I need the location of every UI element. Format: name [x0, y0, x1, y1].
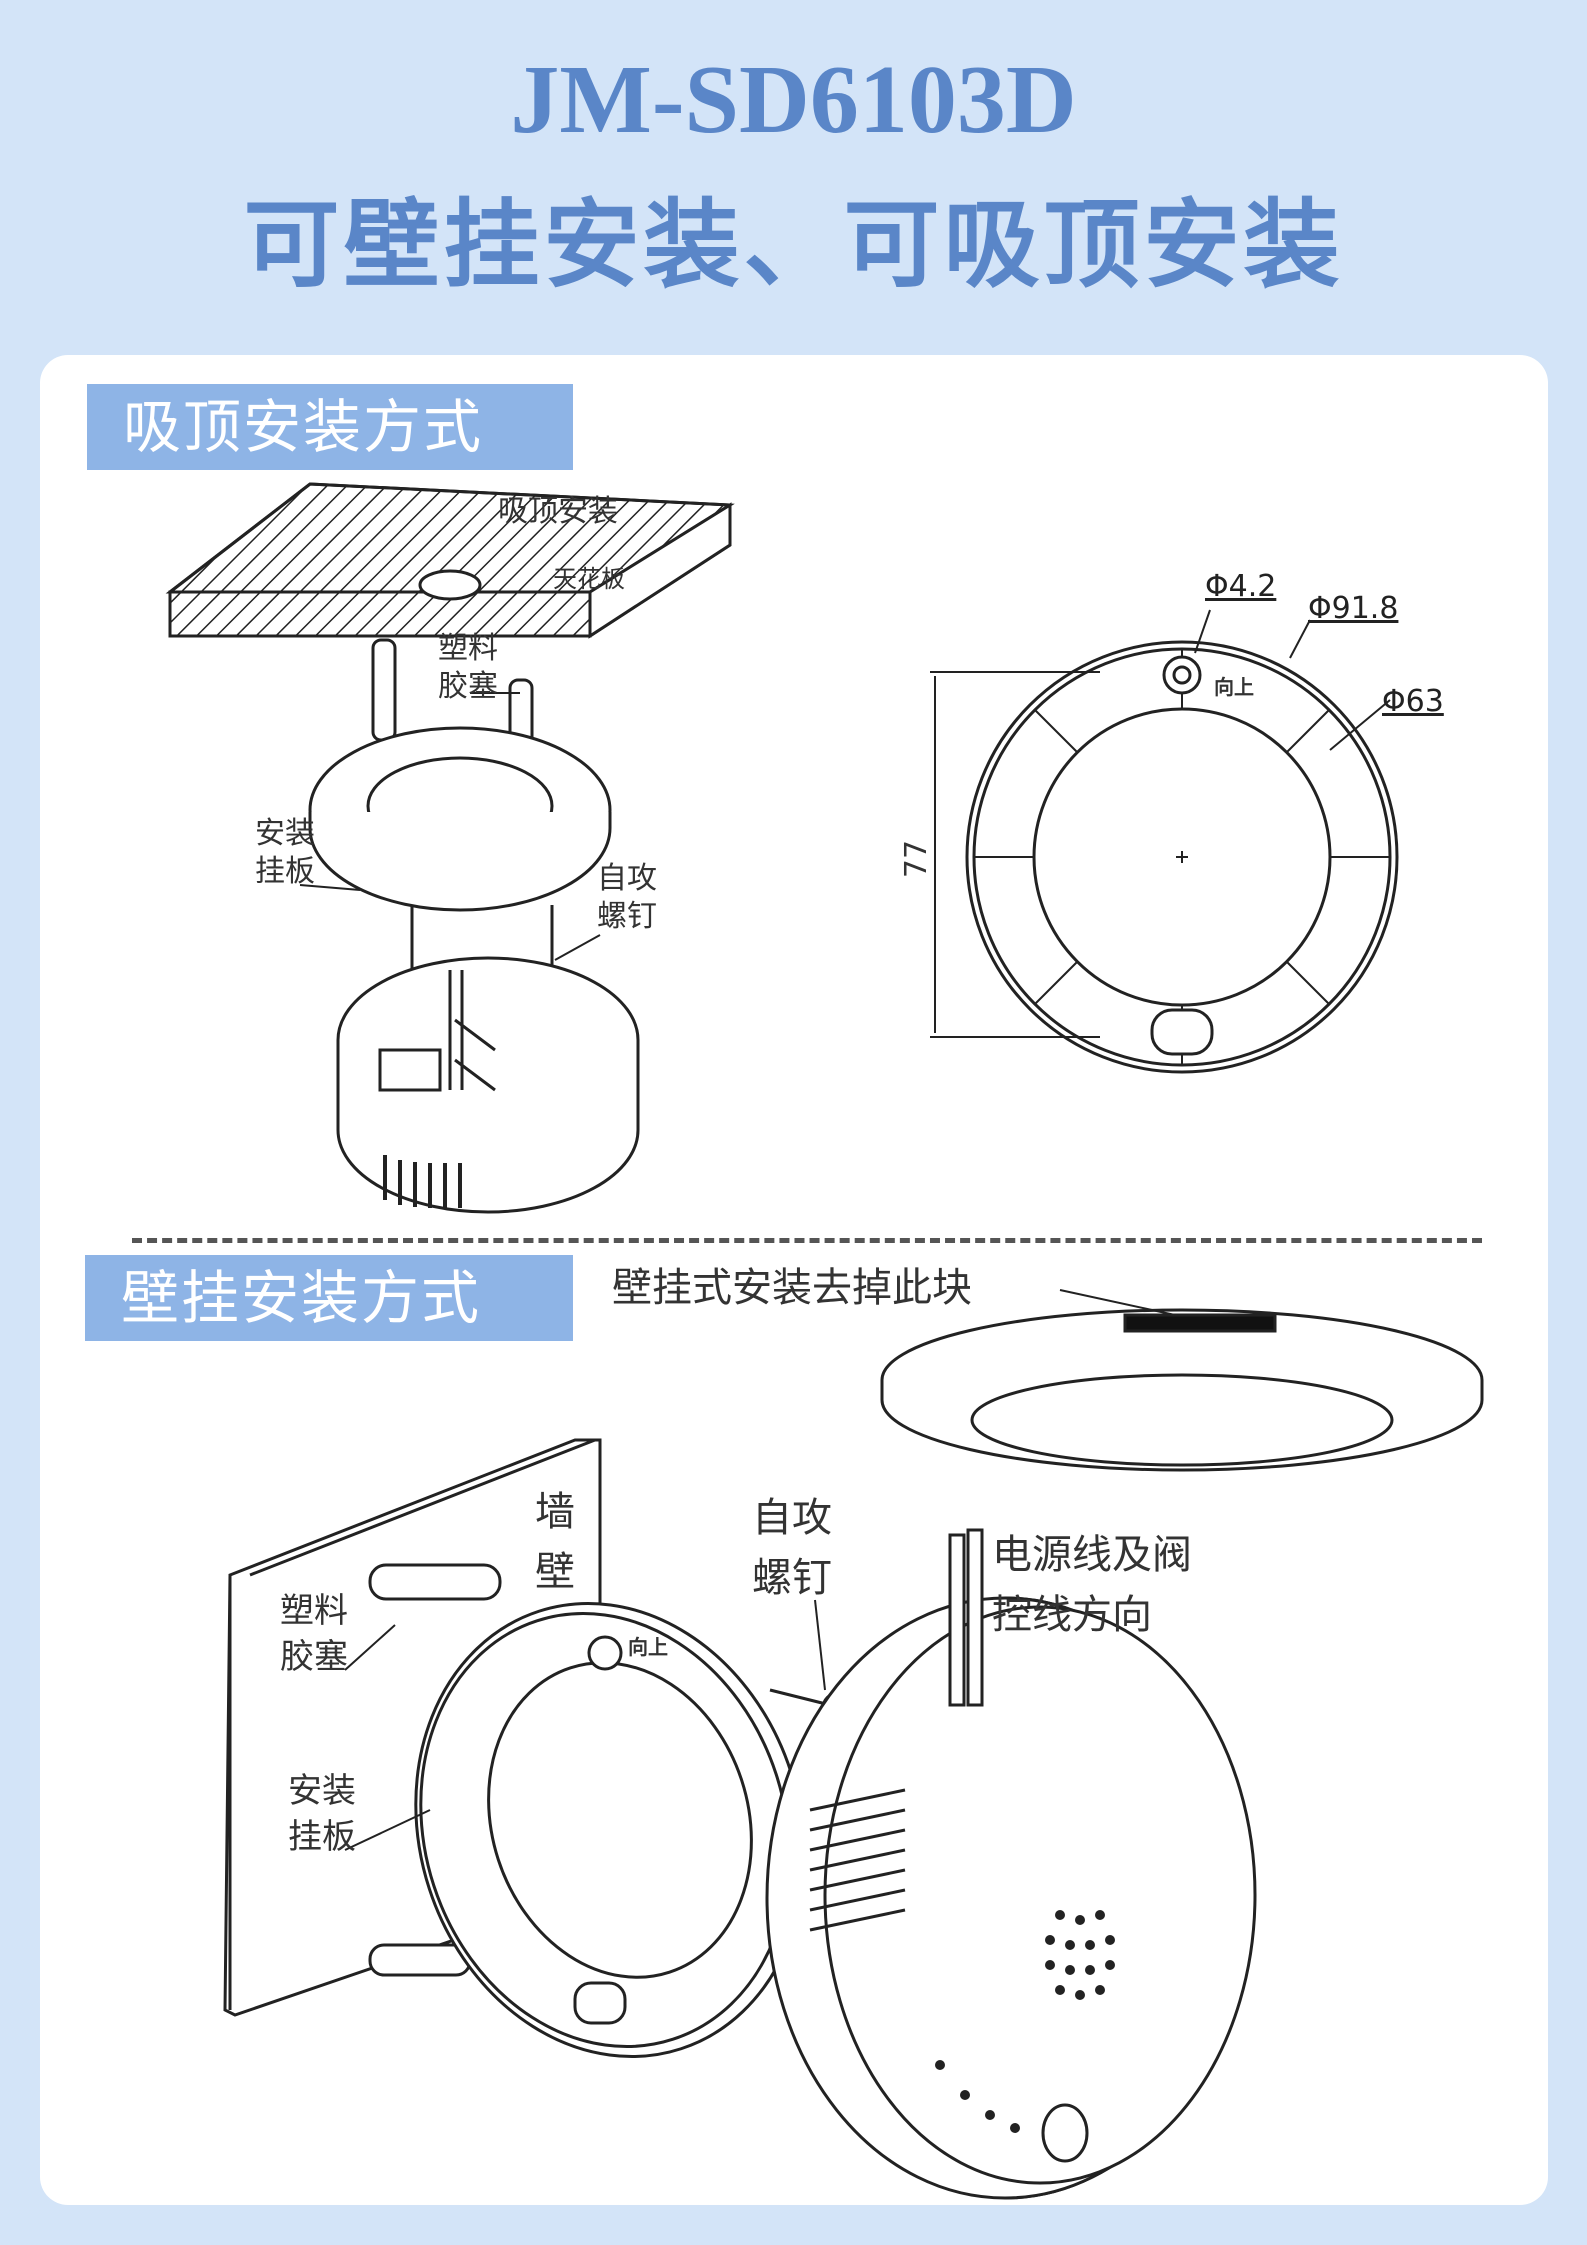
wall-detector-body — [765, 1528, 1257, 2200]
wall-screw-label: 自攻 螺钉 — [752, 1495, 832, 1601]
ceiling-board — [165, 482, 735, 639]
mount-plate — [308, 726, 612, 912]
wall-mount-plate-label: 安装 挂板 — [288, 1771, 356, 1857]
wall-leader-lines — [344, 1599, 826, 1851]
wall-up-mark-label: 向上 — [628, 1635, 668, 1659]
wall-plastic-anchor-label: 塑料 胶塞 — [280, 1591, 348, 1677]
model-title: JM-SD6103D — [510, 46, 1077, 154]
remove-block-label: 壁挂式安装去掉此块 — [612, 1265, 972, 1311]
section-divider — [132, 1238, 1482, 1243]
wall-label: 墙 壁 — [535, 1489, 575, 1595]
ceiling-screw-label: 自攻 螺钉 — [597, 861, 657, 934]
outer-diameter-label: Φ91.8 — [1308, 591, 1399, 626]
wall-install-tag: 壁挂安装方式 — [85, 1255, 573, 1341]
up-mark-label: 向上 — [1214, 675, 1254, 699]
detector-body-top — [336, 905, 640, 1214]
cable-direction-label: 电源线及阀 控线方向 — [992, 1532, 1192, 1638]
ceiling-mount-label: 吸顶安装 — [498, 494, 618, 529]
ceiling-mount-plate-label: 安装 挂板 — [255, 816, 315, 889]
top-view-detector — [930, 609, 1399, 1074]
ceiling-install-tag: 吸顶安装方式 — [87, 384, 573, 470]
height-dimension-label: 77 — [899, 839, 935, 879]
page-subtitle: 可壁挂安装、可吸顶安装 — [243, 189, 1344, 301]
inner-diameter-label: Φ63 — [1382, 684, 1444, 719]
wall-ring-plate — [880, 1289, 1484, 1472]
ceiling-plastic-anchor-label: 塑料 胶塞 — [438, 631, 498, 704]
wall-anchor — [368, 1563, 502, 1977]
leader-lines — [299, 692, 601, 961]
ceiling-board-label: 天花板 — [553, 565, 625, 593]
wall-mount-plate — [414, 1602, 806, 2058]
hole-diameter-label: Φ4.2 — [1205, 569, 1277, 604]
